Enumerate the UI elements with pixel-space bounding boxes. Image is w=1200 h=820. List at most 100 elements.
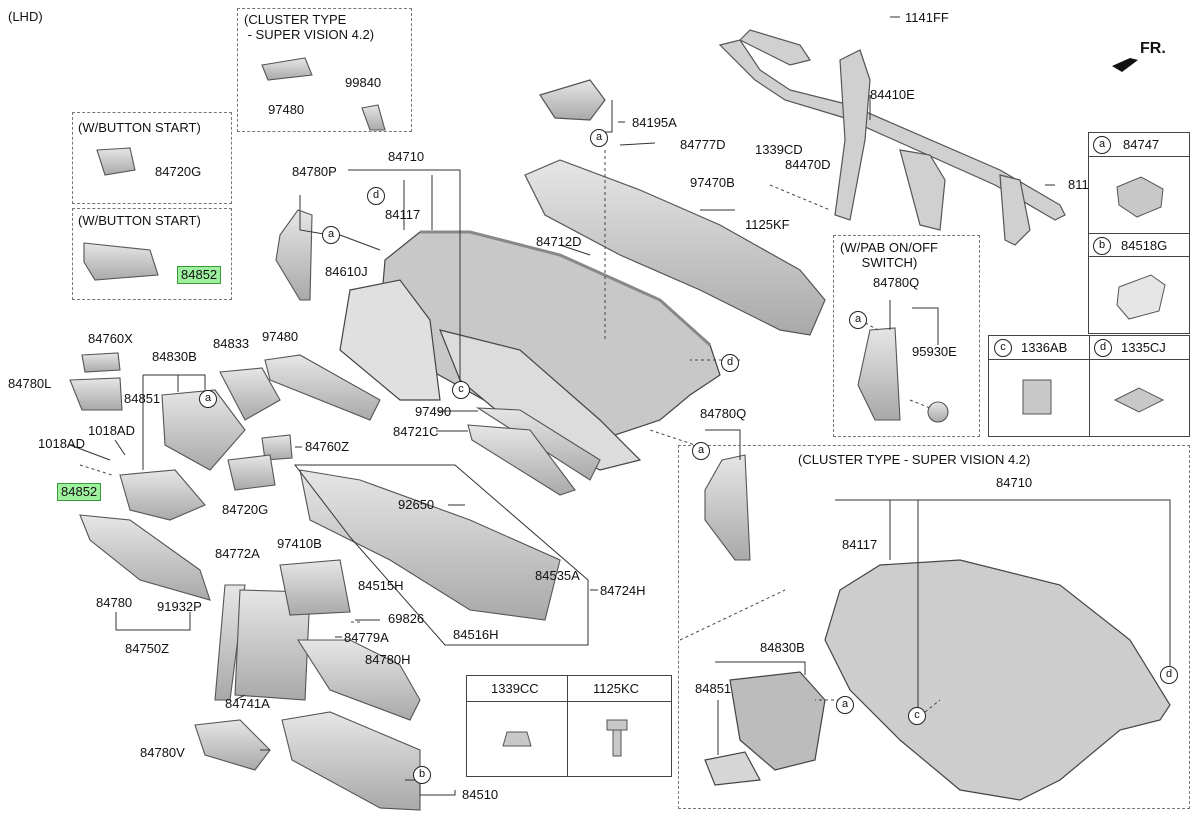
note-button-start-1: (W/BUTTON START) (78, 120, 201, 135)
part-84852-top: 84852 (177, 266, 222, 284)
part-84760X: 84760X (88, 331, 133, 346)
hardware-divider (567, 676, 568, 776)
panel-84780L (69, 377, 123, 411)
part-84750Z: 84750Z (125, 641, 170, 656)
note-pab-switch: (W/PAB ON/OFF SWITCH) (840, 240, 938, 270)
legend-divider (1089, 336, 1090, 436)
part-84741A: 84741A (225, 696, 270, 711)
part-84720G-top: 84720G (155, 164, 202, 179)
switch-84720G-mid (227, 454, 276, 491)
hardware-table: 1339CC 1125KC (466, 675, 672, 777)
side-cover-84780Q-pab (857, 327, 901, 421)
part-1125KF: 1125KF (745, 217, 790, 232)
bolt-1125KC-icon (606, 719, 628, 757)
cover-84760Z (261, 434, 293, 461)
callout-c-bottom: c (908, 707, 926, 725)
air-duct-97470B (524, 79, 826, 336)
hardware-1339CC-label: 1339CC (491, 681, 539, 696)
legend-table-ab: a 84747 b 84518G (1088, 132, 1190, 334)
legend-a-circle: a (1093, 136, 1111, 154)
crash-pad-cluster-variant (704, 559, 1171, 801)
part-84777D: 84777D (680, 137, 726, 152)
legend-a-label: 84747 (1123, 137, 1160, 152)
part-84780H: 84780H (365, 652, 411, 667)
hardware-header-row (467, 676, 671, 702)
part-84830B-bottom: 84830B (760, 640, 805, 655)
part-84780L: 84780L (8, 376, 52, 391)
callout-a-right: a (692, 442, 710, 460)
part-84117-top: 84117 (385, 207, 421, 222)
switch-95930E (927, 401, 949, 423)
part-99840: 99840 (345, 75, 382, 90)
callout-d-right: d (721, 354, 739, 372)
part-95930E: 95930E (912, 344, 957, 359)
part-84117-bottom: 84117 (842, 537, 878, 552)
cover-84760X (81, 352, 121, 373)
part-1339CD: 1339CD (755, 142, 803, 157)
part-1018AD-1: 1018AD (88, 423, 135, 438)
legend-d-label: 1335CJ (1121, 340, 1166, 355)
cover-84780H (296, 639, 421, 721)
clip-84747-icon (1116, 176, 1164, 218)
part-84780P: 84780P (292, 164, 337, 179)
part-84710-top: 84710 (388, 149, 425, 164)
part-1141FF: 1141FF (905, 10, 949, 25)
button-start-box-1 (72, 112, 232, 204)
clip-1335CJ-icon (1113, 387, 1165, 413)
callout-a-pab: a (849, 311, 867, 329)
part-84515H: 84515H (358, 578, 404, 593)
callout-a-bottom: a (836, 696, 854, 714)
legend-table-cd: c 1336AB d 1335CJ (988, 335, 1190, 437)
nut-1339CC-icon (502, 731, 532, 747)
callout-a-duct: a (590, 129, 608, 147)
trim-84721C (467, 424, 576, 496)
front-arrow-icon (1112, 58, 1138, 72)
cross-member-84410E (718, 29, 1066, 246)
cluster-box-top (237, 8, 412, 132)
part-84780Q-pab: 84780Q (873, 275, 920, 290)
legend-c-circle: c (994, 339, 1012, 357)
part-84780: 84780 (96, 595, 133, 610)
part-84724H: 84724H (600, 583, 646, 598)
lower-panel-84852 (119, 469, 206, 521)
part-84195A: 84195A (632, 115, 677, 130)
side-cover-84780Q (704, 454, 751, 561)
part-84779A: 84779A (344, 630, 389, 645)
legend-d-circle: d (1094, 339, 1112, 357)
legend-b-label: 84518G (1121, 238, 1168, 253)
side-panel-84780P (275, 209, 313, 301)
legend-row-a-header: a 84747 (1089, 133, 1189, 157)
callout-a-left: a (199, 390, 217, 408)
panel-84780V (194, 719, 271, 771)
part-84851-left: 84851 (124, 391, 161, 406)
center-frame-84724H (299, 469, 561, 621)
callout-b-glovebox: b (413, 766, 431, 784)
part-84833: 84833 (213, 336, 250, 351)
duct-97410B (279, 559, 351, 616)
part-84720G-mid: 84720G (222, 502, 269, 517)
button-start-box-2 (72, 208, 232, 300)
part-84721C: 84721C (393, 424, 439, 439)
trim-84772A (214, 584, 246, 701)
part-84410E: 84410E (870, 87, 915, 102)
callout-a-side: a (322, 226, 340, 244)
part-84710-bottom: 84710 (996, 475, 1033, 490)
nut-1336AB-icon (1022, 379, 1052, 415)
part-84780V: 84780V (140, 745, 185, 760)
legend-b-circle: b (1093, 237, 1111, 255)
part-84535A: 84535A (535, 568, 580, 583)
note-cluster-type-bottom: (CLUSTER TYPE - SUPER VISION 4.2) (798, 452, 1031, 467)
part-1018AD-2: 1018AD (38, 436, 85, 451)
callout-d-top: d (367, 187, 385, 205)
part-69826: 69826 (388, 611, 425, 626)
part-84470D: 84470D (785, 157, 831, 172)
part-84852-left: 84852 (57, 483, 102, 501)
part-84712D: 84712D (536, 234, 582, 249)
part-97470B: 97470B (690, 175, 735, 190)
legend-row-b-header: b 84518G (1089, 233, 1189, 257)
part-97410B: 97410B (277, 536, 322, 551)
part-84772A: 84772A (215, 546, 260, 561)
part-97490: 97490 (415, 404, 452, 419)
part-84760Z: 84760Z (305, 439, 350, 454)
fr-label: FR. (1140, 40, 1166, 57)
